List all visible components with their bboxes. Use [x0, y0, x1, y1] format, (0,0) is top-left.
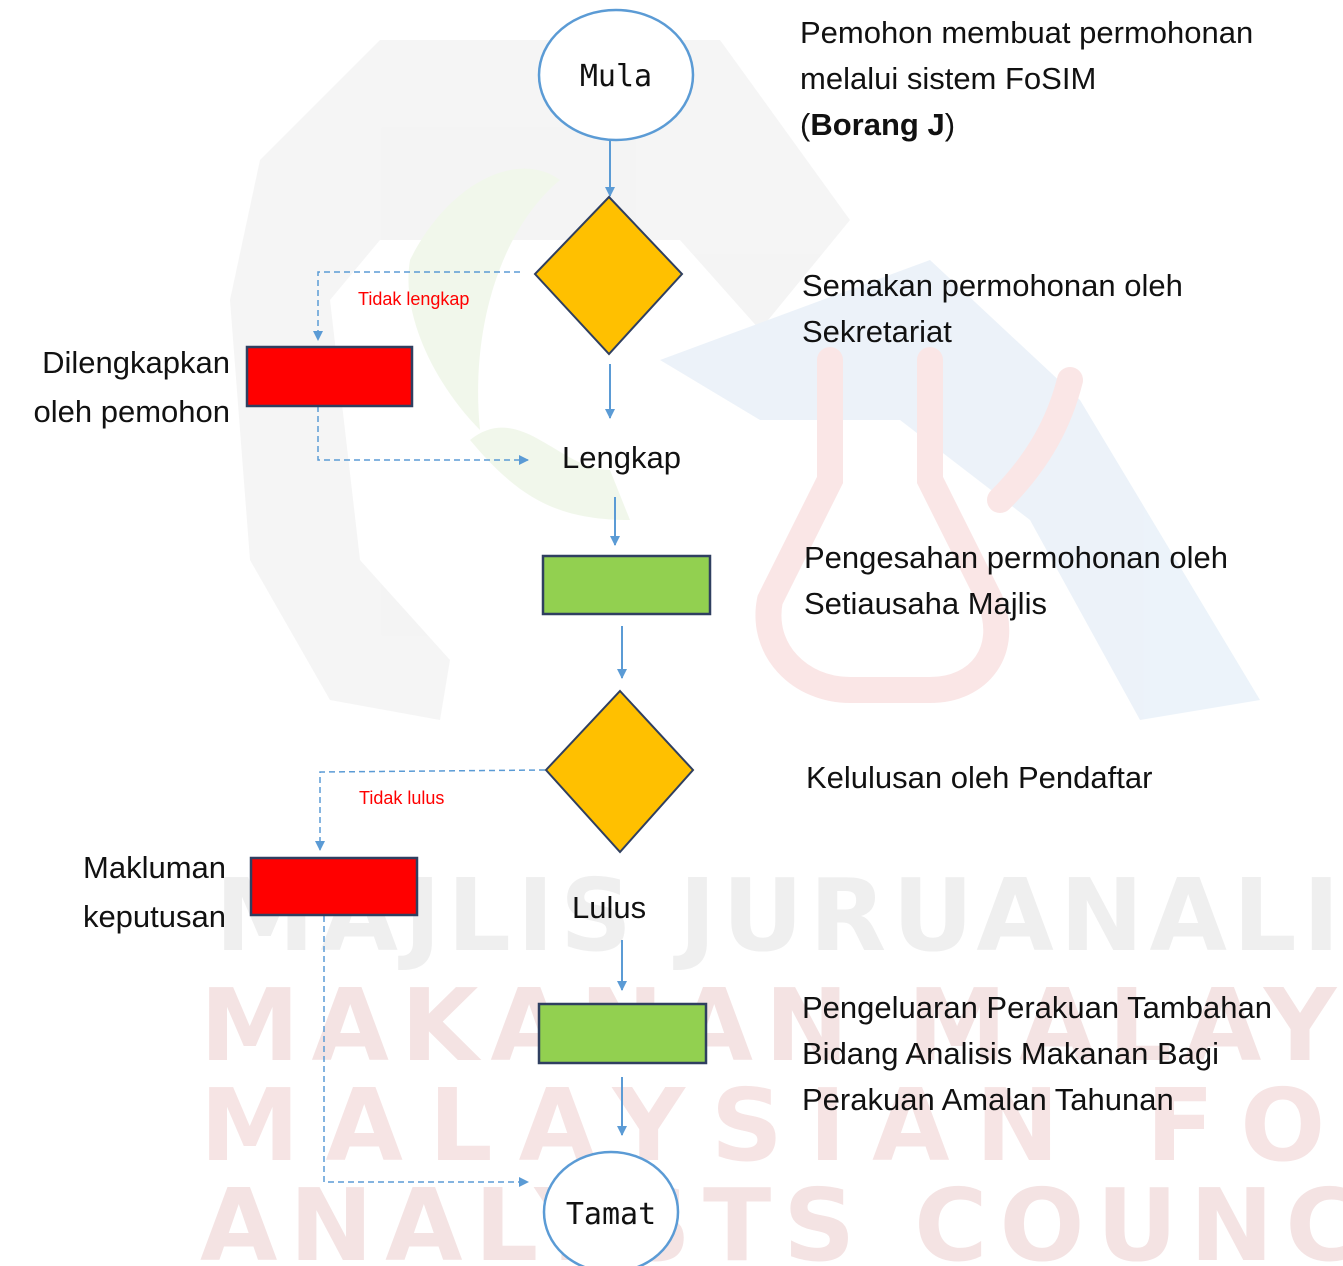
- description-step-1-line-1: Pemohon membuat permohonan: [800, 15, 1254, 50]
- flow-connectors: [605, 140, 627, 1136]
- label-complete: Lengkap: [562, 440, 681, 475]
- watermark-logo: [230, 40, 1260, 720]
- start-node: [537, 8, 695, 142]
- box-verification: [541, 554, 712, 616]
- watermark-line-2: MAKANAN MALAYSIA: [200, 967, 1343, 1084]
- box-complete-by-applicant: [245, 345, 414, 408]
- description-step-5-line-3: Perakuan Amalan Tahunan: [802, 1082, 1174, 1117]
- connector-incomplete-branch: [313, 271, 520, 341]
- description-step-4: Kelulusan oleh Pendaftar: [806, 755, 1152, 801]
- branch-connectors: [313, 271, 546, 1187]
- watermark-line-3: MALAYSIAN FOOD: [200, 1067, 1343, 1184]
- end-node-label: Tamat: [566, 1197, 656, 1232]
- side-label-fix: Dilengkapkan oleh pemohon: [6, 338, 231, 436]
- description-step-3-line-2: Setiausaha Majlis: [804, 586, 1047, 621]
- description-step-1-open-paren: (: [800, 107, 811, 142]
- side-label-fix-line-1: Dilengkapkan: [42, 345, 230, 380]
- description-step-2: Semakan permohonan oleh Sekretariat: [802, 263, 1183, 355]
- side-label-notify-line-2: keputusan: [82, 899, 226, 934]
- description-step-5-line-2: Bidang Analisis Makanan Bagi: [802, 1036, 1220, 1071]
- description-step-5: Pengeluaran Perakuan Tambahan Bidang Ana…: [802, 985, 1272, 1123]
- side-label-fix-line-2: oleh pemohon: [33, 394, 231, 429]
- end-node: [542, 1150, 680, 1266]
- description-step-1-line-3: (Borang J): [800, 102, 1253, 148]
- description-step-1-line-2: melalui sistem FoSIM: [800, 61, 1097, 96]
- start-node-label: Mula: [580, 59, 652, 94]
- description-step-1-form-name: Borang J: [810, 107, 945, 142]
- side-label-notify: Makluman keputusan: [20, 843, 226, 941]
- description-step-5-line-1: Pengeluaran Perakuan Tambahan: [802, 990, 1272, 1025]
- branch-label-not-approved: Tidak lulus: [359, 788, 445, 808]
- description-step-2-line-1: Semakan permohonan oleh: [802, 268, 1183, 303]
- branch-label-incomplete: Tidak lengkap: [358, 289, 470, 309]
- description-step-3: Pengesahan permohonan oleh Setiausaha Ma…: [804, 535, 1228, 627]
- description-step-3-line-1: Pengesahan permohonan oleh: [804, 540, 1229, 575]
- description-step-1-close-paren: ): [944, 107, 956, 142]
- connector-not-approved-branch: [315, 769, 546, 851]
- connector-fix-to-complete: [317, 406, 529, 465]
- box-notify-decision: [249, 856, 419, 917]
- decision-review: [533, 195, 684, 356]
- side-label-notify-line-1: Makluman: [83, 850, 226, 885]
- connector-notify-to-end: [323, 916, 529, 1187]
- description-step-2-line-2: Sekretariat: [802, 314, 952, 349]
- description-step-4-line-1: Kelulusan oleh Pendaftar: [806, 760, 1153, 795]
- box-certificate-issue: [537, 1002, 708, 1065]
- watermark-line-4: ANALYSTS COUNCIL: [200, 1167, 1343, 1266]
- decision-approval: [544, 689, 695, 854]
- label-approved: Lulus: [572, 890, 647, 925]
- description-step-1: Pemohon membuat permohonan melalui siste…: [800, 10, 1253, 148]
